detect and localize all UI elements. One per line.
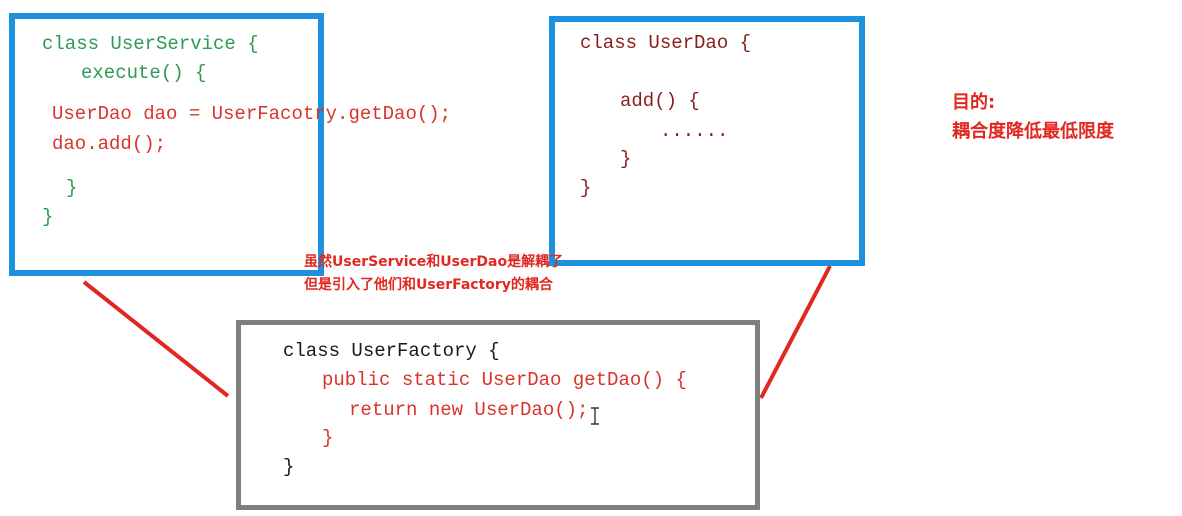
user-service-box <box>9 13 324 276</box>
connector-service-factory <box>82 280 230 398</box>
user-dao-box <box>549 16 865 266</box>
user-dao-body-line: ...... <box>660 120 729 142</box>
user-dao-add-line: add() { <box>620 90 700 112</box>
user-service-execute-close: } <box>66 177 78 199</box>
text-cursor-icon <box>591 407 599 425</box>
user-service-add-line: dao.add(); <box>52 133 167 155</box>
user-factory-return-line: return new UserDao(); <box>349 399 589 421</box>
user-factory-box <box>236 320 760 510</box>
connector-dao-factory <box>759 265 832 399</box>
user-factory-getdao-close: } <box>322 427 334 449</box>
user-service-class-close: } <box>42 206 54 228</box>
user-service-execute-line: execute() { <box>81 62 207 84</box>
goal-title: 目的: <box>952 92 996 113</box>
coupling-annotation-line2: 但是引入了他们和UserFactory的耦合 <box>304 277 553 293</box>
user-factory-class-close: } <box>283 456 295 478</box>
coupling-annotation-line1: 虽然UserService和UserDao是解耦了 <box>304 254 564 270</box>
user-service-dao-line: UserDao dao = UserFacotry.getDao(); <box>52 103 452 125</box>
user-factory-getdao-line: public static UserDao getDao() { <box>322 369 687 391</box>
goal-text: 耦合度降低最低限度 <box>952 121 1114 142</box>
user-dao-class-line: class UserDao { <box>580 32 752 54</box>
user-dao-class-close: } <box>580 177 592 199</box>
user-dao-add-close: } <box>620 148 632 170</box>
user-factory-class-line: class UserFactory { <box>283 340 500 362</box>
user-service-class-line: class UserService { <box>42 33 259 55</box>
